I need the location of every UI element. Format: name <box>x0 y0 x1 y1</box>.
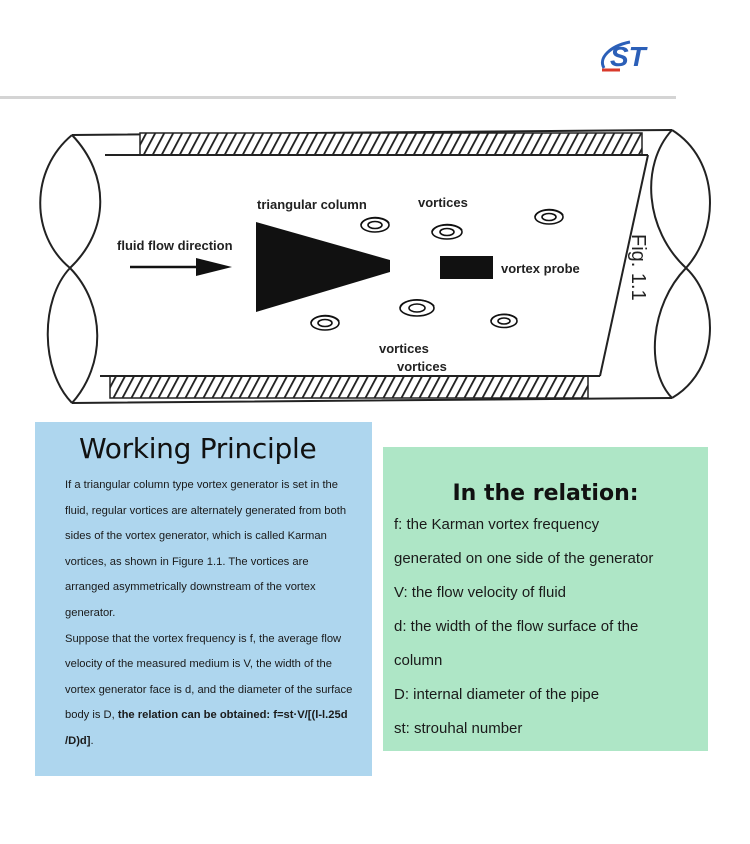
header-divider <box>0 96 676 99</box>
relation-formula: the relation can be obtained: f=st·V/[(l… <box>65 709 348 747</box>
logo-text: ST <box>610 41 649 72</box>
label-fluid-flow-direction: fluid flow direction <box>117 238 233 253</box>
relation-item: generated on one side of the generator <box>394 550 654 567</box>
vortex-flow-diagram: triangular column vortices fluid flow di… <box>39 129 711 404</box>
working-principle-paragraph-1: If a triangular column type vortex gener… <box>65 479 347 619</box>
relation-item: f: the Karman vortex frequency <box>394 516 600 533</box>
figure-caption: Fig. 1.1 <box>627 234 649 301</box>
relation-item: st: strouhal number <box>394 720 523 737</box>
paragraph-2-text: Suppose that the vortex frequency is f, … <box>65 632 353 722</box>
vortex-probe <box>440 256 493 279</box>
label-vortices-bottom-2: vortices <box>397 359 447 374</box>
vortex-spiral <box>534 208 564 225</box>
pipe-left-end <box>39 134 73 404</box>
pipe-bottom-wall <box>109 375 589 399</box>
vortex-spiral <box>490 313 518 329</box>
vortex-spiral <box>360 216 390 233</box>
triangular-column <box>256 222 390 312</box>
relation-item: d: the width of the flow surface of the <box>394 618 639 635</box>
pipe-right-end <box>671 129 711 399</box>
relation-item: D: internal diameter of the pipe <box>394 686 600 703</box>
label-vortices-bottom-1: vortices <box>379 341 429 356</box>
relation-panel: In the relation: f: the Karman vortex fr… <box>383 447 708 751</box>
label-vortices-top: vortices <box>418 195 468 210</box>
working-principle-body: If a triangular column type vortex gener… <box>65 473 355 755</box>
label-triangular-column: triangular column <box>257 197 367 212</box>
paragraph-2-end: . <box>90 734 94 747</box>
company-logo: ST <box>601 40 649 72</box>
label-vortex-probe: vortex probe <box>501 261 580 276</box>
relation-list: f: the Karman vortex frequency generated… <box>394 508 704 746</box>
relation-title: In the relation: <box>452 481 639 506</box>
vortex-spiral <box>399 299 435 317</box>
working-principle-paragraph-2: Suppose that the vortex frequency is f, … <box>65 627 355 755</box>
vortex-spiral <box>310 314 340 331</box>
pipe-top-wall <box>139 132 643 156</box>
working-principle-panel: Working Principle If a triangular column… <box>35 422 372 776</box>
relation-item: V: the flow velocity of fluid <box>394 584 567 601</box>
vortex-spiral <box>431 223 463 240</box>
flow-arrow <box>130 258 232 276</box>
working-principle-title: Working Principle <box>79 432 317 465</box>
relation-item: column <box>394 652 443 669</box>
